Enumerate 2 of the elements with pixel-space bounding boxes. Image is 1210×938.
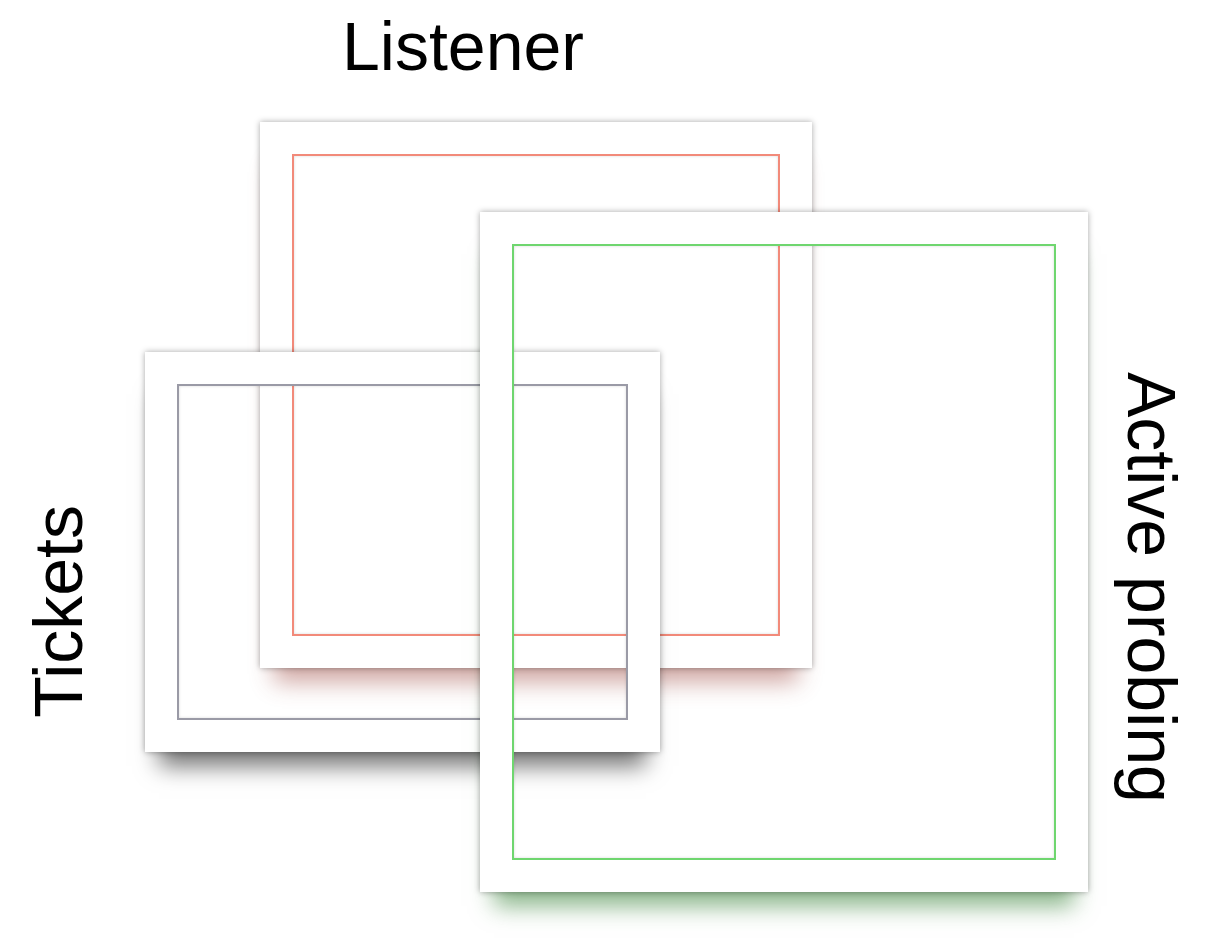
frame-heading: Tickets <box>24 505 92 718</box>
frame-heading: Listener <box>342 12 584 80</box>
